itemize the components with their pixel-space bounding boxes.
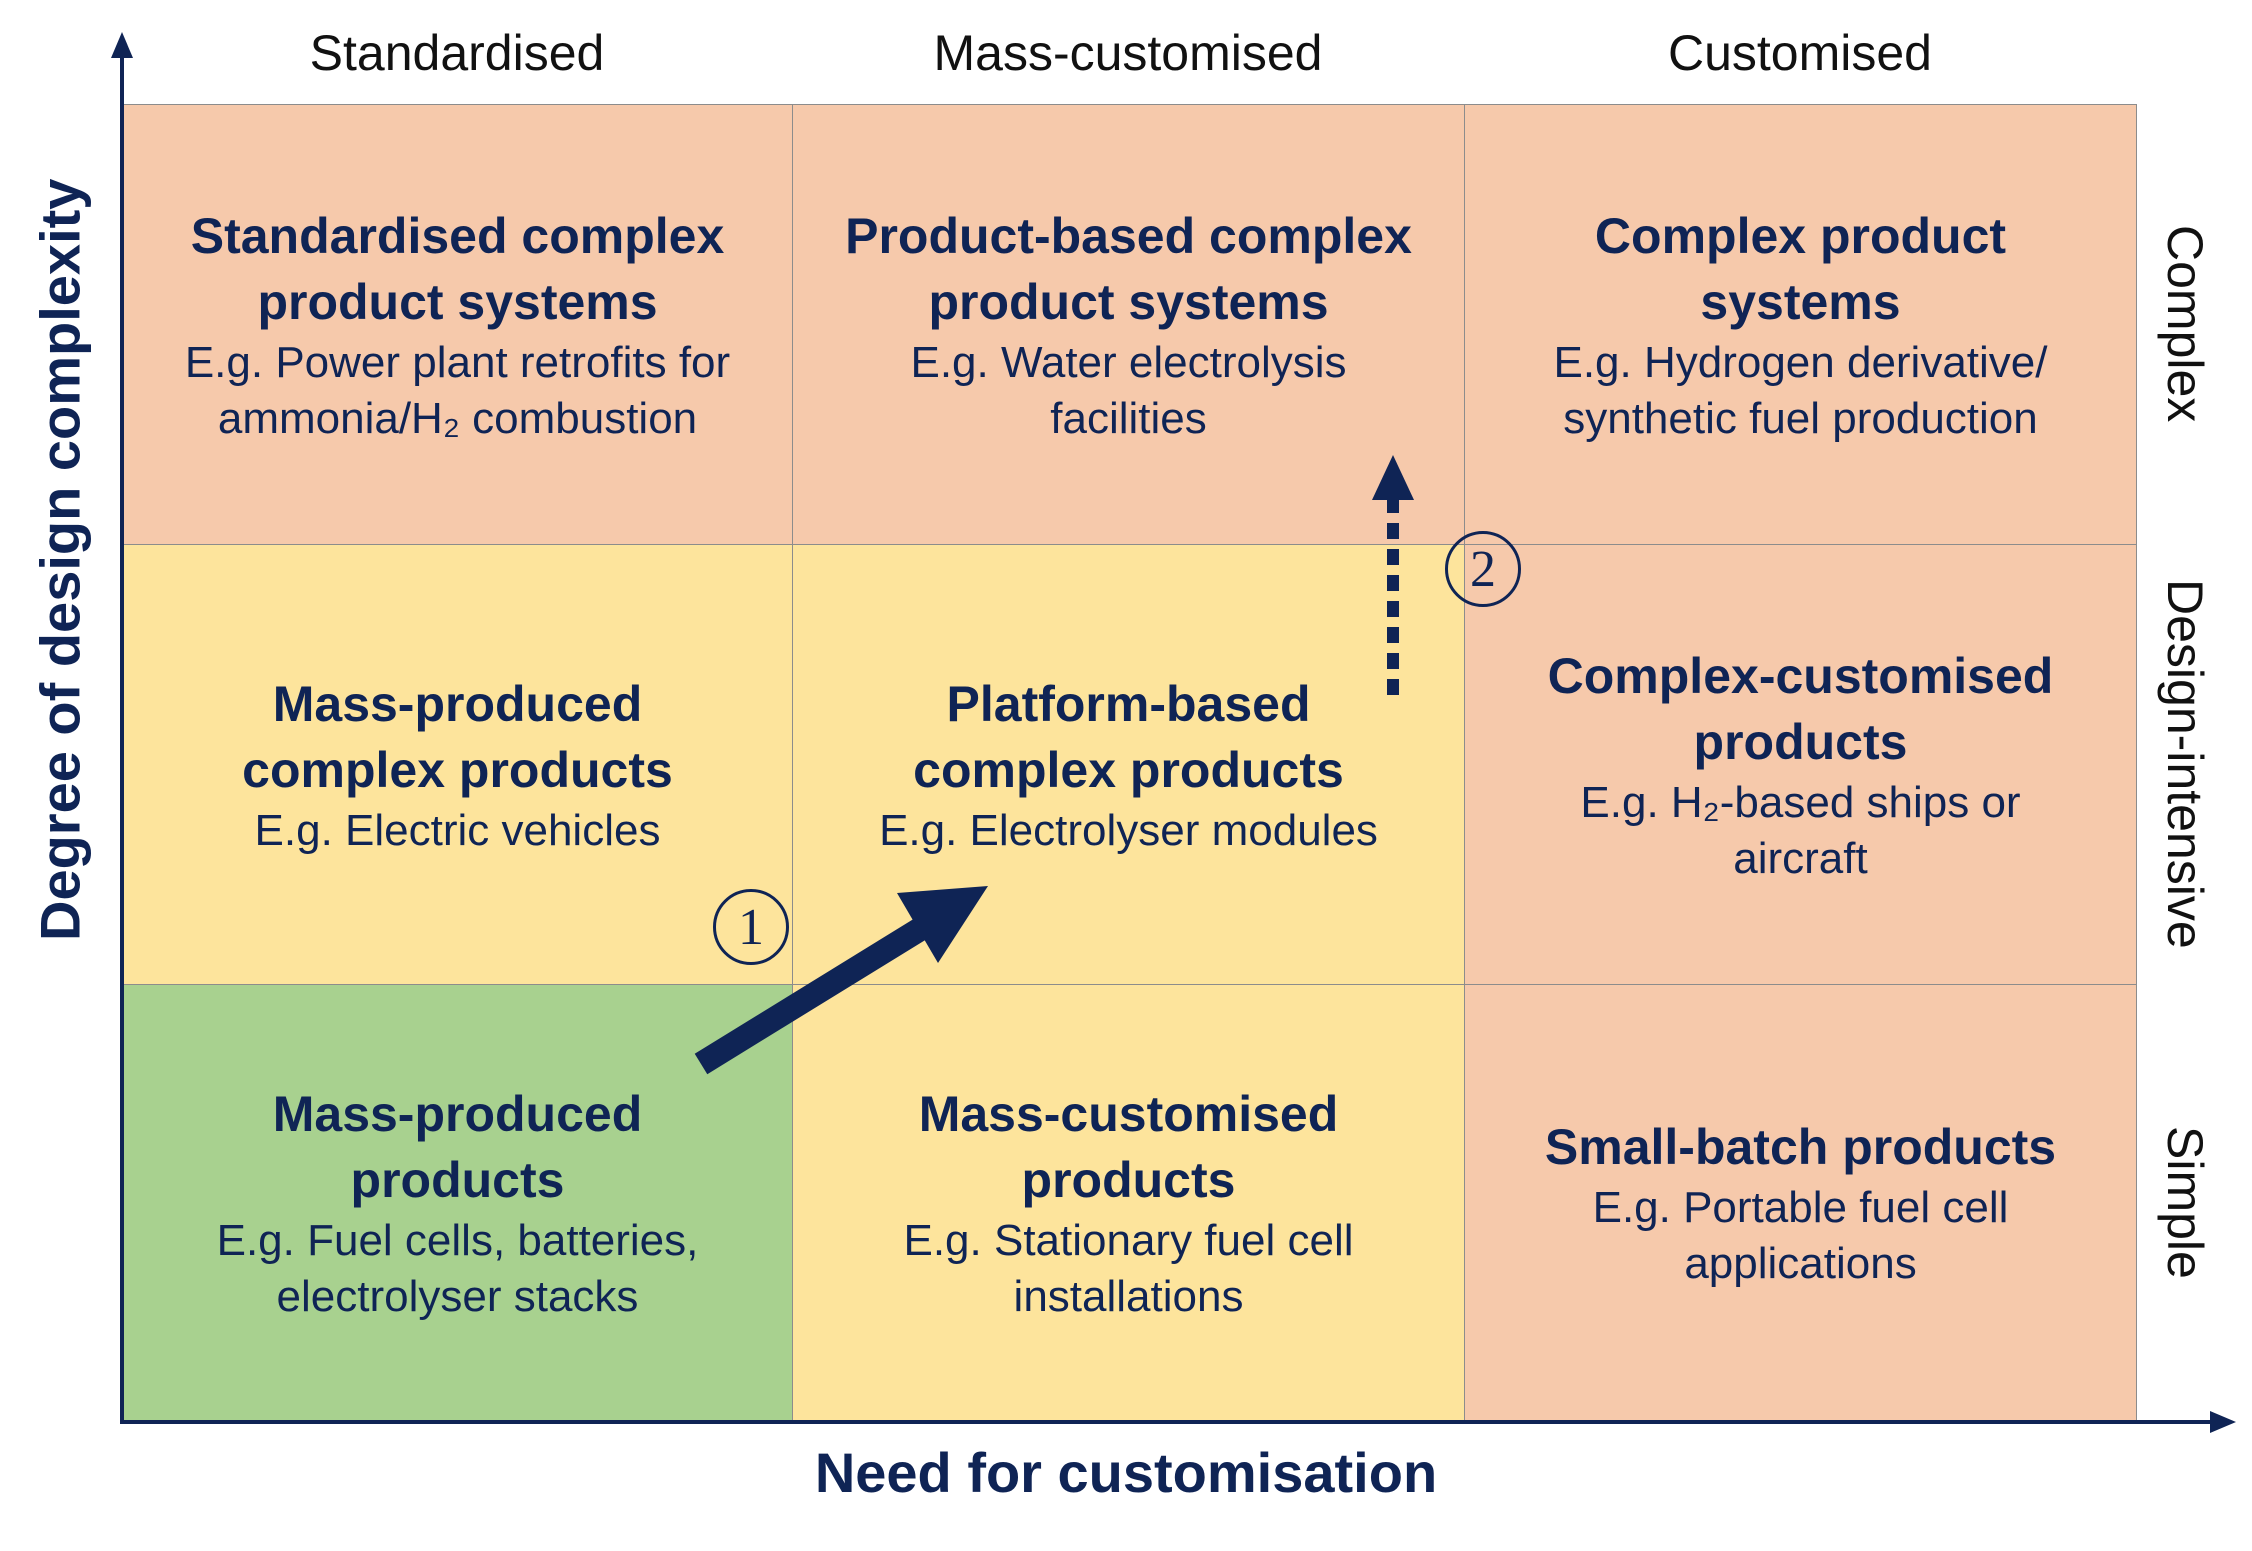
cell-title: Mass-customised products (918, 1085, 1339, 1208)
cell-title: Complex product systems (1594, 207, 2007, 330)
arrow-1-head (897, 886, 988, 963)
row-header-simple: Simple (2157, 1125, 2213, 1279)
arrow-2-head (1372, 455, 1414, 500)
x-axis-arrowhead (2210, 1411, 2236, 1433)
row-header-complex: Complex (2157, 225, 2213, 423)
cell-product-based-complex: Product-based complex product systems E.… (792, 104, 1465, 545)
cell-example: E.g. Electric vehicles (254, 805, 661, 855)
arrow-1-shaft (694, 912, 937, 1075)
cell-example: E.g. Stationary fuel cell installations (903, 1215, 1354, 1321)
cell-complex-product-systems: Complex product systems E.g. Hydrogen de… (1464, 104, 2137, 545)
y-axis-label: Degree of design complexity (28, 178, 92, 942)
cell-example: E.g. Portable fuel cell applications (1592, 1182, 2009, 1288)
cell-example: E.g. Fuel cells, batteries, electrolyser… (216, 1215, 699, 1321)
cell-small-batch: Small-batch products E.g. Portable fuel … (1464, 984, 2137, 1421)
cell-example: E.g. Power plant retrofits for ammonia/H… (184, 337, 731, 443)
cell-platform-based-complex: Platform-based complex products E.g. Ele… (792, 544, 1465, 985)
cell-title: Mass-produced products (272, 1085, 643, 1208)
cell-example: E.g. H₂-based ships or aircraft (1580, 777, 2021, 883)
column-header-customised: Customised (1668, 25, 1932, 81)
cell-title: Complex-customised products (1547, 647, 2054, 770)
column-header-standardised: Standardised (309, 25, 605, 81)
x-axis-label: Need for customisation (814, 1441, 1438, 1504)
step-1-marker: 1 (713, 889, 789, 965)
cell-example: E.g. Hydrogen derivative/ synthetic fuel… (1553, 337, 2048, 443)
row-header-design-intensive: Design-intensive (2157, 579, 2213, 949)
cell-mass-produced: Mass-produced products E.g. Fuel cells, … (122, 984, 793, 1421)
column-header-mass-customised: Mass-customised (933, 25, 1323, 81)
y-axis-arrowhead (111, 32, 133, 58)
cell-title: Standardised complex product systems (190, 207, 725, 330)
step-2-marker: 2 (1445, 531, 1521, 607)
cell-example: E.g. Electrolyser modules (879, 805, 1378, 855)
cell-title: Platform-based complex products (913, 675, 1344, 798)
cell-title: Mass-produced complex products (242, 675, 673, 798)
cell-title: Small-batch products (1544, 1118, 2057, 1175)
cell-example: E.g. Water electrolysis facilities (910, 337, 1347, 443)
cell-mass-produced-complex: Mass-produced complex products E.g. Elec… (122, 544, 793, 985)
cell-title: Product-based complex product systems (845, 207, 1412, 330)
cell-standardised-complex: Standardised complex product systems E.g… (122, 104, 793, 545)
cell-mass-customised: Mass-customised products E.g. Stationary… (792, 984, 1465, 1421)
cell-complex-customised: Complex-customised products E.g. H₂-base… (1464, 544, 2137, 985)
